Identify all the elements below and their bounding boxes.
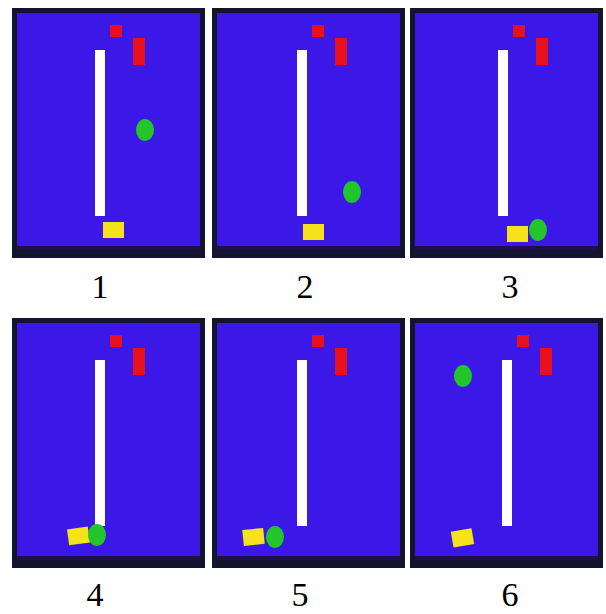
green-ball bbox=[529, 219, 547, 241]
red-block bbox=[110, 25, 122, 37]
game-screen bbox=[410, 8, 603, 258]
game-screen bbox=[212, 318, 405, 568]
playfield bbox=[415, 323, 598, 559]
frame-number: 2 bbox=[297, 270, 314, 304]
floor-strip bbox=[217, 556, 400, 560]
green-ball bbox=[88, 524, 106, 546]
frame-number: 5 bbox=[292, 578, 309, 612]
red-block bbox=[312, 25, 324, 37]
game-screen bbox=[12, 8, 205, 258]
white-wall bbox=[502, 360, 512, 526]
yellow-block bbox=[451, 528, 474, 547]
white-wall bbox=[498, 50, 508, 216]
red-block bbox=[312, 335, 324, 347]
frame-number: 6 bbox=[502, 578, 519, 612]
game-screen bbox=[410, 318, 603, 568]
white-wall bbox=[297, 50, 307, 216]
playfield bbox=[17, 13, 200, 249]
red-block bbox=[110, 335, 122, 347]
red-block bbox=[513, 25, 525, 37]
game-screen bbox=[212, 8, 405, 258]
white-wall bbox=[95, 50, 105, 216]
red-block bbox=[517, 335, 529, 347]
red-bar bbox=[335, 38, 347, 65]
white-wall bbox=[297, 360, 307, 526]
red-bar bbox=[540, 348, 552, 375]
green-ball bbox=[343, 181, 361, 203]
screen-frame bbox=[12, 318, 205, 568]
green-ball bbox=[454, 365, 472, 387]
frame-number: 3 bbox=[502, 270, 519, 304]
yellow-block bbox=[67, 527, 90, 546]
frame-number: 4 bbox=[87, 578, 104, 612]
frame-number: 1 bbox=[92, 270, 109, 304]
floor-strip bbox=[17, 556, 200, 560]
playfield bbox=[17, 323, 200, 559]
playfield bbox=[217, 323, 400, 559]
red-bar bbox=[133, 348, 145, 375]
green-ball bbox=[266, 526, 284, 548]
screen-frame bbox=[212, 318, 405, 568]
red-bar bbox=[335, 348, 347, 375]
screen-frame bbox=[212, 8, 405, 258]
screen-frame bbox=[12, 8, 205, 258]
floor-strip bbox=[17, 246, 200, 250]
game-screen bbox=[12, 318, 205, 568]
white-wall bbox=[95, 360, 105, 526]
screen-frame bbox=[410, 8, 603, 258]
yellow-block bbox=[242, 528, 265, 546]
playfield bbox=[217, 13, 400, 249]
red-bar bbox=[133, 38, 145, 65]
floor-strip bbox=[217, 246, 400, 250]
floor-strip bbox=[415, 246, 598, 250]
screen-frame bbox=[410, 318, 603, 568]
yellow-block bbox=[303, 224, 324, 240]
yellow-block bbox=[103, 222, 124, 238]
yellow-block bbox=[507, 226, 528, 242]
playfield bbox=[415, 13, 598, 249]
red-bar bbox=[536, 38, 548, 65]
floor-strip bbox=[415, 556, 598, 560]
green-ball bbox=[136, 119, 154, 141]
